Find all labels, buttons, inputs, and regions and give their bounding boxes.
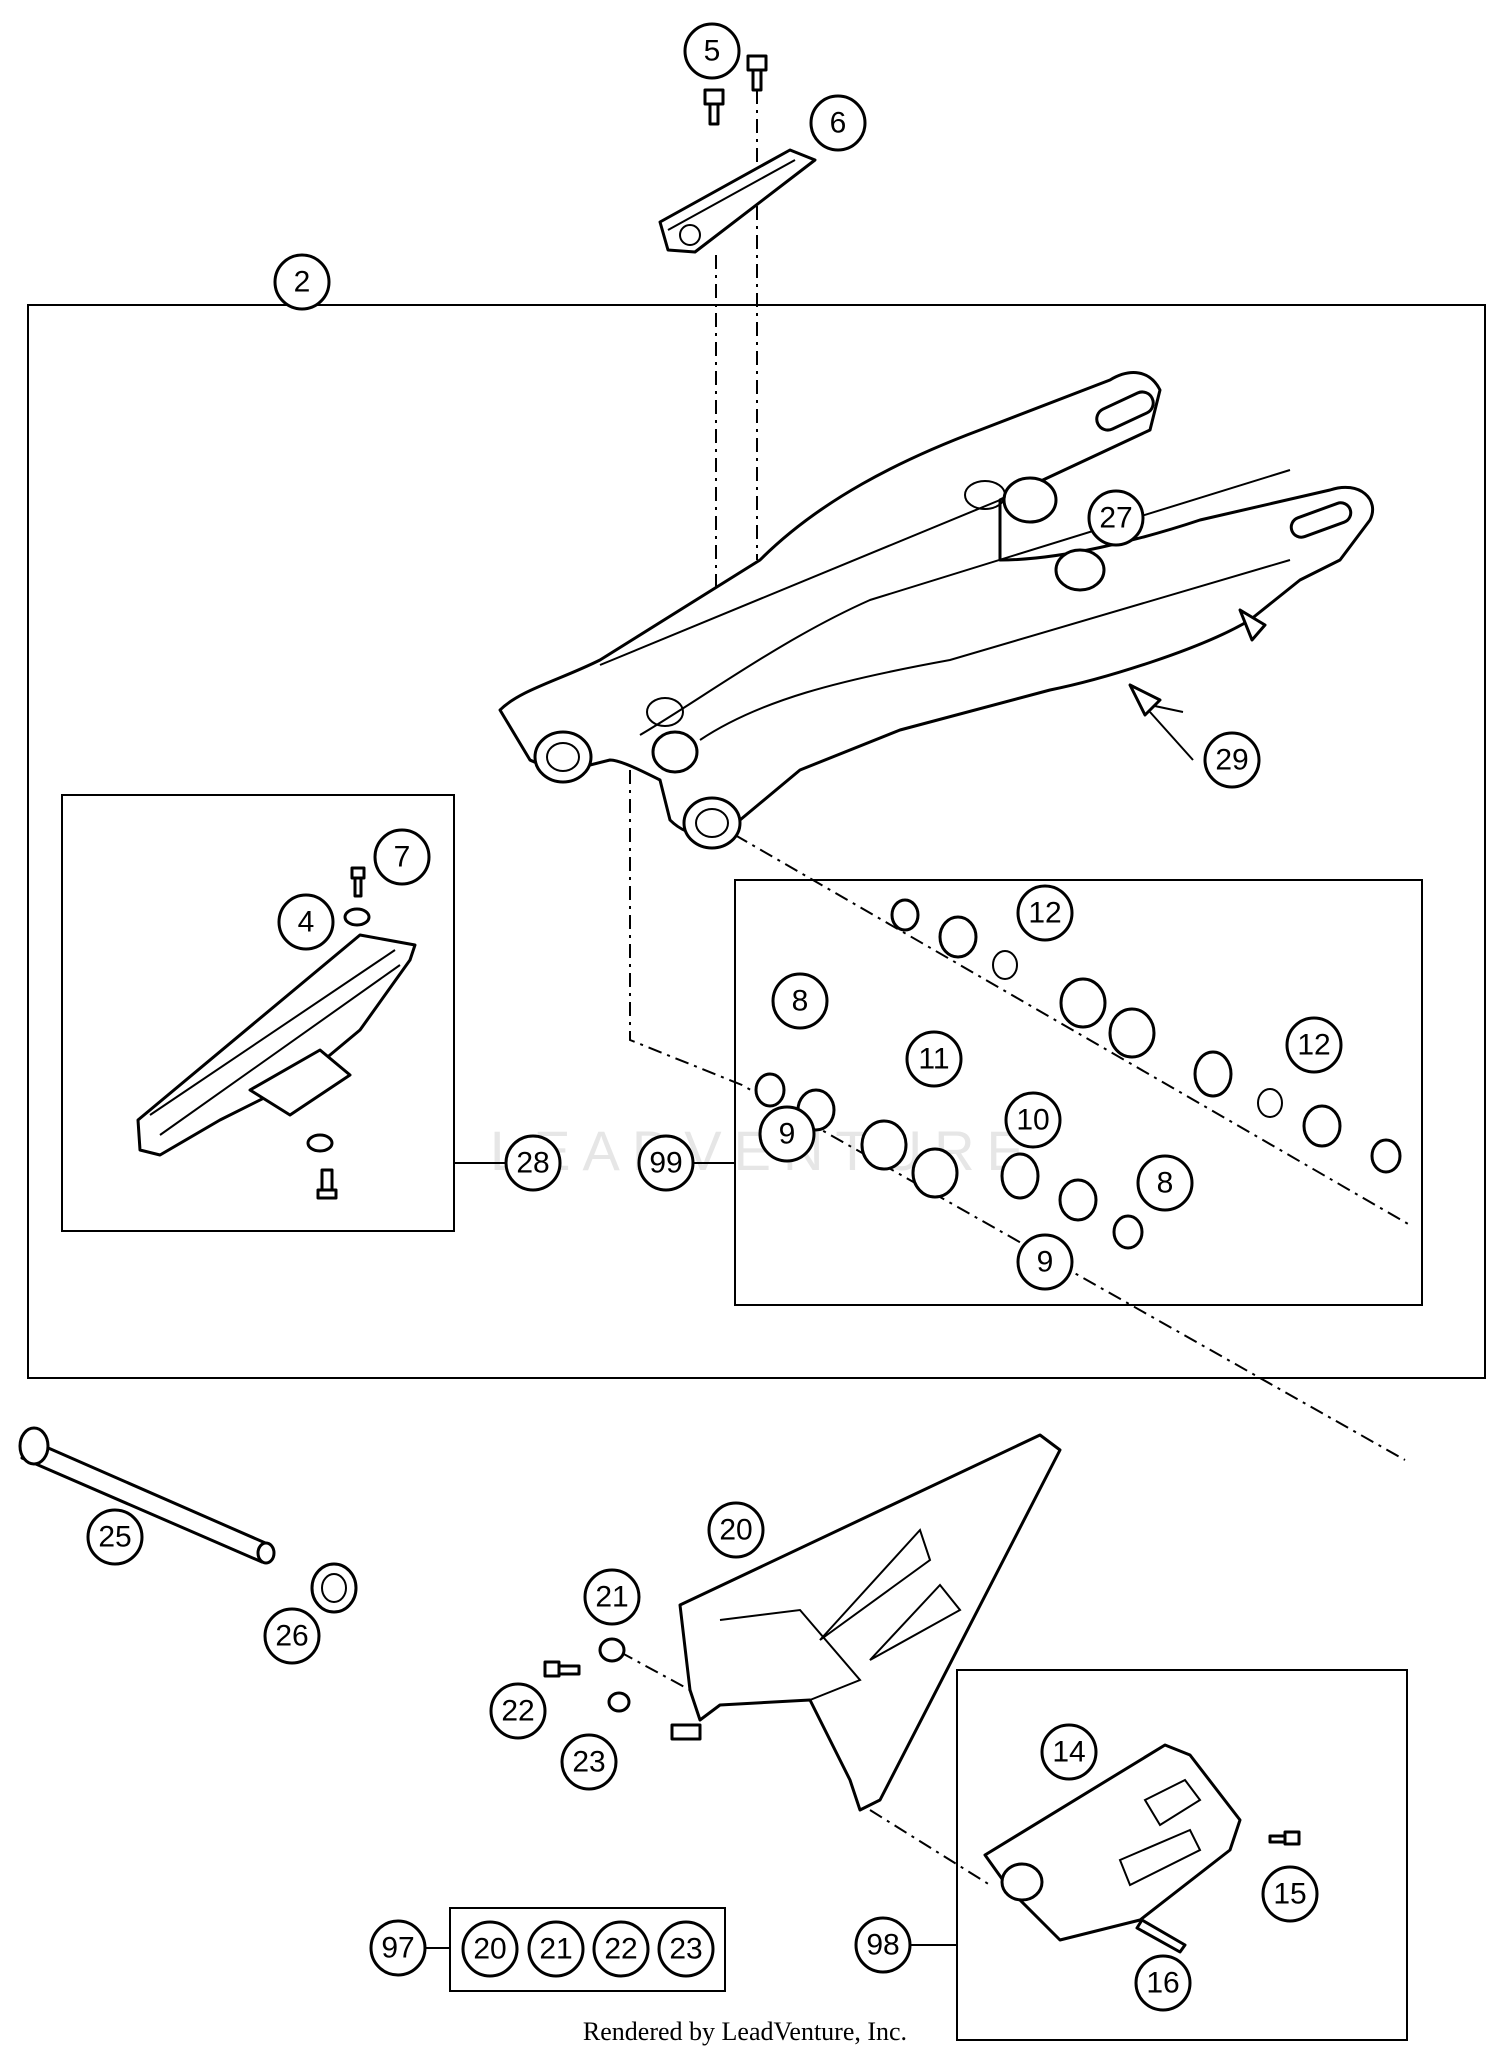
chain-guide <box>983 1743 1301 1954</box>
callout-20: 20 <box>707 1501 765 1559</box>
svg-text:20: 20 <box>719 1514 752 1547</box>
svg-text:22: 22 <box>501 1695 534 1728</box>
svg-text:12: 12 <box>1297 1029 1330 1062</box>
svg-text:29: 29 <box>1215 744 1248 777</box>
svg-text:28: 28 <box>516 1147 549 1180</box>
callout-4: 4 <box>277 893 335 951</box>
callout-8a: 8 <box>771 972 829 1030</box>
svg-text:15: 15 <box>1273 1878 1306 1911</box>
kit97-item-20: 20 <box>461 1920 519 1978</box>
bearing-parts <box>754 898 1402 1250</box>
svg-text:8: 8 <box>1157 1167 1174 1200</box>
kit-97-frame <box>449 1907 726 1992</box>
svg-text:25: 25 <box>98 1521 131 1554</box>
svg-text:21: 21 <box>595 1581 628 1614</box>
callout-23: 23 <box>560 1733 618 1791</box>
callout-25: 25 <box>86 1508 144 1566</box>
svg-text:10: 10 <box>1016 1104 1049 1137</box>
svg-text:21: 21 <box>539 1933 572 1966</box>
callout-7: 7 <box>373 828 431 886</box>
svg-text:14: 14 <box>1052 1736 1085 1769</box>
chain-guide-kit-frame <box>956 1669 1408 2041</box>
chain-slider-kit-frame <box>61 794 455 1232</box>
callout-12a: 12 <box>1016 884 1074 942</box>
callout-97: 97 <box>369 1919 427 1977</box>
svg-text:9: 9 <box>779 1118 796 1151</box>
callout-29: 29 <box>1203 731 1261 789</box>
screw-15 <box>1268 1830 1301 1846</box>
kit97-item-23: 23 <box>657 1920 715 1978</box>
callout-11: 11 <box>905 1030 963 1088</box>
svg-text:27: 27 <box>1099 502 1132 535</box>
callout-9a: 9 <box>758 1105 816 1163</box>
swingarm-assembly-frame <box>27 304 1486 1379</box>
callout-28: 28 <box>504 1134 562 1192</box>
callout-6: 6 <box>809 94 867 152</box>
callouts: 5 6 2 27 29 7 4 28 12 12 8 11 9 10 99 8 … <box>86 22 1343 2012</box>
callout-10: 10 <box>1004 1091 1062 1149</box>
svg-text:23: 23 <box>572 1746 605 1779</box>
callout-22: 22 <box>489 1682 547 1740</box>
svg-text:12: 12 <box>1028 897 1061 930</box>
callout-21: 21 <box>583 1568 641 1626</box>
chain-guard <box>543 1433 1062 1812</box>
svg-text:2: 2 <box>294 266 311 299</box>
screws-5 <box>703 54 768 126</box>
callout-14: 14 <box>1040 1723 1098 1781</box>
bolt-16 <box>1135 1918 1187 1954</box>
swingarm-axle <box>18 1426 276 1565</box>
svg-text:7: 7 <box>394 841 411 874</box>
callout-98: 98 <box>854 1916 912 1974</box>
footer-credit: Rendered by LeadVenture, Inc. <box>583 2017 907 2046</box>
callout-99: 99 <box>637 1134 695 1192</box>
svg-text:22: 22 <box>604 1933 637 1966</box>
kit97-item-21: 21 <box>527 1920 585 1978</box>
svg-text:98: 98 <box>866 1929 899 1962</box>
svg-text:5: 5 <box>704 35 721 68</box>
callout-12b: 12 <box>1285 1016 1343 1074</box>
axle-nut <box>310 1562 358 1614</box>
upper-chain-slider <box>658 148 817 254</box>
svg-text:26: 26 <box>275 1620 308 1653</box>
washer-23 <box>607 1691 631 1713</box>
svg-text:20: 20 <box>473 1933 506 1966</box>
nut-21 <box>598 1637 626 1663</box>
callout-27: 27 <box>1087 489 1145 547</box>
svg-text:6: 6 <box>830 107 847 140</box>
washer-4 <box>343 907 371 927</box>
kit97-item-22: 22 <box>592 1920 650 1978</box>
svg-text:16: 16 <box>1146 1967 1179 2000</box>
callout-15: 15 <box>1261 1865 1319 1923</box>
callout-8b: 8 <box>1136 1154 1194 1212</box>
swingarm <box>498 371 1375 850</box>
svg-text:23: 23 <box>669 1933 702 1966</box>
callout-9b: 9 <box>1016 1233 1074 1291</box>
bolt-22 <box>543 1660 581 1678</box>
svg-text:4: 4 <box>298 906 315 939</box>
callout-16: 16 <box>1134 1954 1192 2012</box>
svg-text:8: 8 <box>792 985 809 1018</box>
chain-slider <box>136 866 417 1200</box>
callout-26: 26 <box>263 1607 321 1665</box>
callout-5: 5 <box>683 22 741 80</box>
svg-text:11: 11 <box>918 1043 949 1076</box>
callout-2: 2 <box>273 253 331 311</box>
bushing-27a <box>1002 476 1058 524</box>
screw-7 <box>350 866 366 898</box>
svg-text:9: 9 <box>1037 1246 1054 1279</box>
svg-text:99: 99 <box>649 1147 682 1180</box>
bearing-kit-frame <box>734 879 1423 1306</box>
svg-text:97: 97 <box>381 1932 414 1965</box>
bushing-27b <box>1054 548 1106 592</box>
